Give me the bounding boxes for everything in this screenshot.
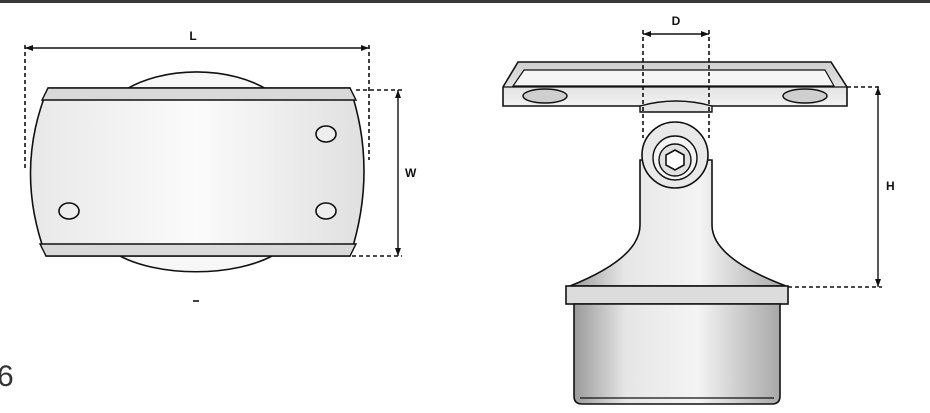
page-number: 6 [0,360,14,393]
length-dimension [24,45,370,168]
tube-insert [573,303,781,405]
mounting-hole [315,125,337,143]
mounting-plate [29,87,365,257]
slot-hole [782,88,828,104]
width-dimension [352,89,402,257]
saddle-disc-top [124,71,269,91]
top-border [0,0,930,3]
side-view: D H [502,14,895,405]
saddle-disc-bottom [119,255,273,273]
height-label: H [886,179,895,193]
width-label: W [405,166,417,180]
hinge-lug [639,100,713,113]
height-dimension [788,86,882,288]
mounting-hole [58,202,80,220]
base-collar [565,285,789,305]
length-label: L [189,29,196,43]
saddle-plate-inner [511,69,836,87]
plan-view: L W [24,29,417,302]
plate-bevel-top [40,87,358,101]
hex-socket-icon [665,149,685,171]
plate-bevel-bottom [38,243,358,257]
slot-hole [522,88,568,104]
depth-dimension [642,30,710,138]
mounting-hole [315,202,337,220]
depth-label: D [672,14,681,28]
